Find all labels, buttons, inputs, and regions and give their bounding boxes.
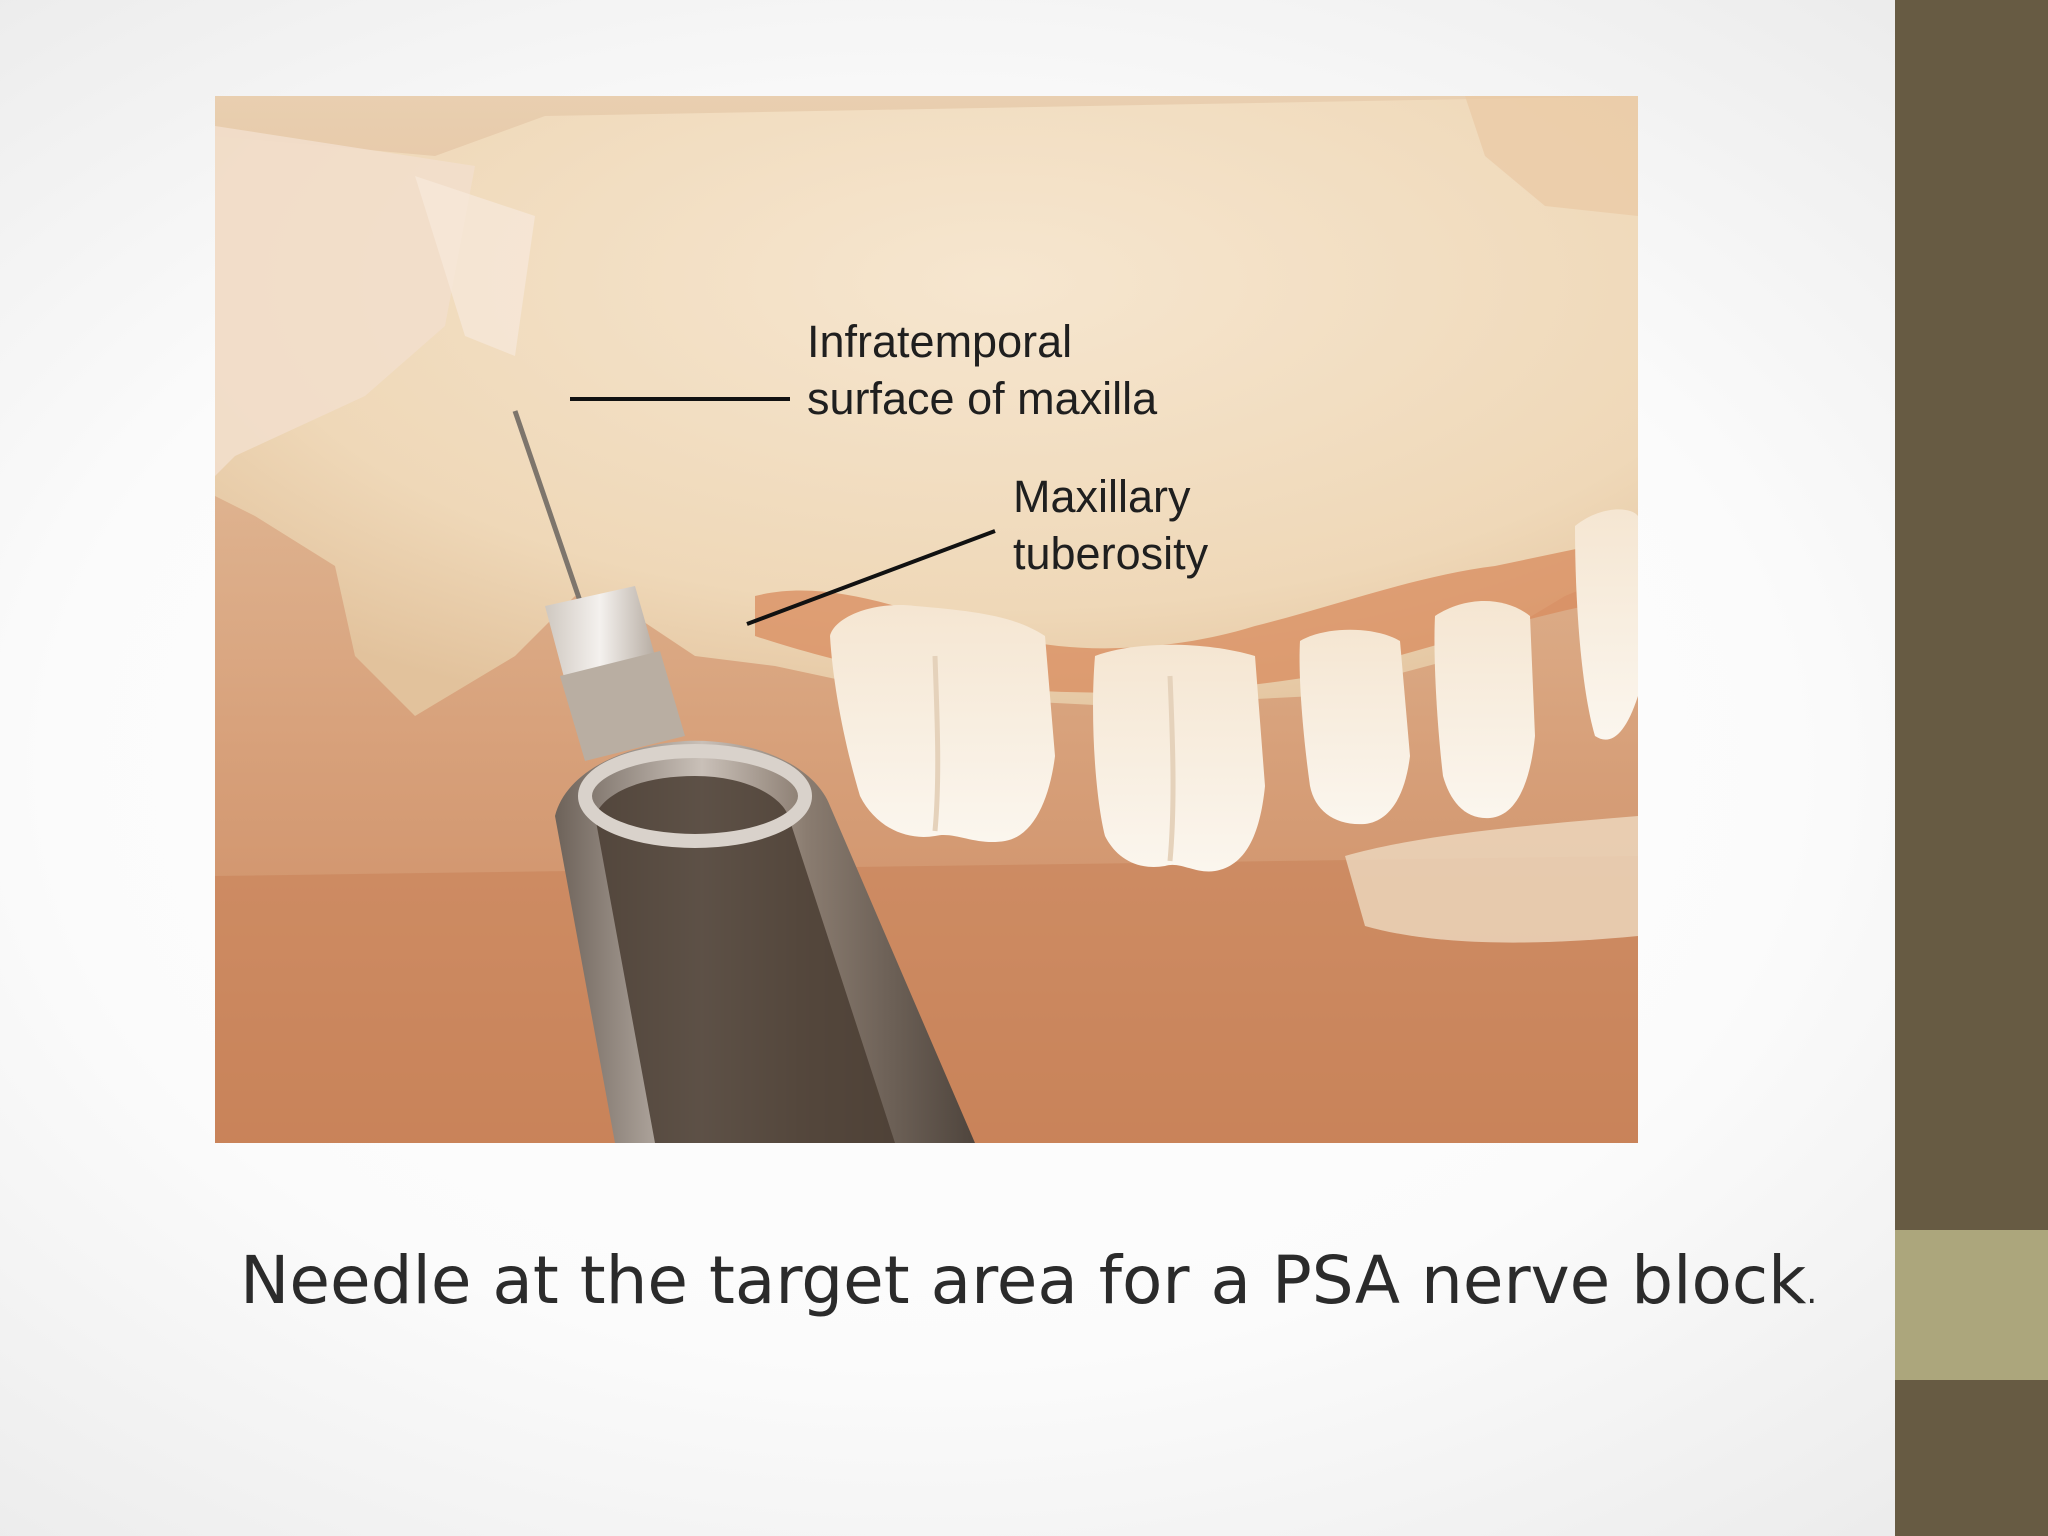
needle-hub (545, 586, 685, 761)
skull-illustration: Infratemporal surface of maxilla Maxilla… (215, 96, 1638, 1143)
side-band-accent (1895, 1230, 2048, 1380)
anatomy-photo: Infratemporal surface of maxilla Maxilla… (215, 96, 1638, 1143)
syringe (555, 740, 975, 1143)
needle (512, 410, 583, 602)
caption-text: Needle at the target area for a PSA nerv… (240, 1242, 1807, 1319)
infratemporal-label-line1: Infratemporal (807, 316, 1072, 367)
slide-caption: Needle at the target area for a PSA nerv… (240, 1242, 1840, 1319)
tuberosity-leader-line (746, 529, 996, 626)
tuberosity-label-line2: tuberosity (1013, 528, 1209, 579)
teeth (830, 509, 1638, 943)
infratemporal-label-line2: surface of maxilla (807, 373, 1158, 424)
caption-period: . (1806, 1272, 1818, 1312)
tuberosity-label-line1: Maxillary (1013, 471, 1191, 522)
